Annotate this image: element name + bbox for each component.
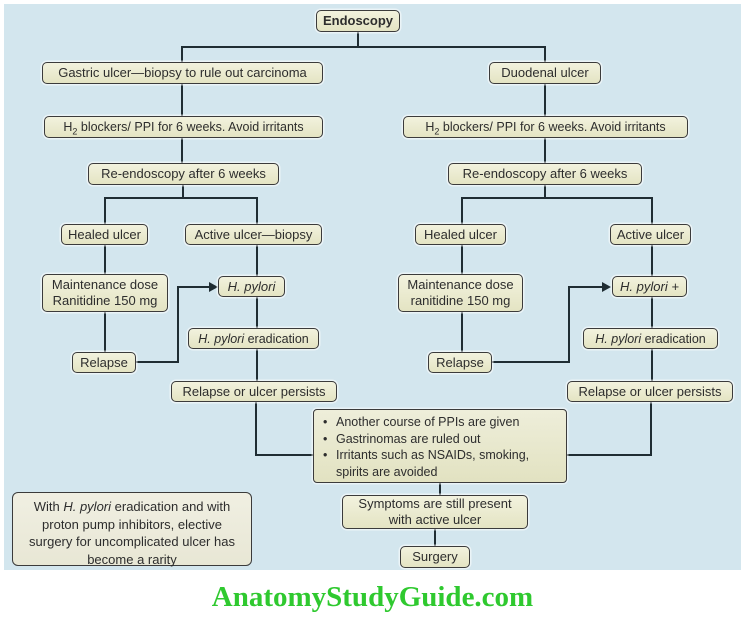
site-watermark: AnatomyStudyGuide.com [0, 581, 745, 614]
node-active-ulcer-biopsy: Active ulcer—biopsy [185, 224, 322, 245]
node-label: Endoscopy [322, 13, 394, 28]
connector [104, 245, 106, 275]
connector [255, 402, 257, 456]
node-hpylori-eradication-right: H. pylori eradication [583, 328, 718, 349]
node-label: Maintenance dose [51, 276, 159, 292]
node-label: ranitidine 150 mg [410, 293, 511, 308]
node-label: with active ulcer [388, 512, 482, 527]
node-relapse-left: Relapse [72, 352, 136, 373]
node-relapse-persists-right: Relapse or ulcer persists [567, 381, 733, 402]
node-relapse-right: Relapse [428, 352, 492, 373]
node-h2-blockers-right: H2 blockers/ PPI for 6 weeks. Avoid irri… [403, 116, 688, 138]
connector [461, 197, 653, 199]
node-gastric-ulcer: Gastric ulcer—biopsy to rule out carcino… [42, 62, 323, 84]
node-label: Re-endoscopy after 6 weeks [462, 166, 628, 181]
connector [461, 312, 463, 353]
connector [568, 286, 603, 288]
connector [181, 46, 183, 63]
node-endoscopy: Endoscopy [316, 10, 400, 32]
connector [544, 46, 546, 63]
node-label: Symptoms are still present [358, 495, 512, 511]
node-label: Re-endoscopy after 6 weeks [101, 166, 266, 181]
node-symptoms-present: Symptoms are still present with active u… [342, 495, 528, 529]
connector [434, 529, 436, 547]
node-re-endoscopy-right: Re-endoscopy after 6 weeks [448, 163, 642, 185]
node-relapse-persists-left: Relapse or ulcer persists [171, 381, 337, 402]
node-label: H. pylori eradication [595, 331, 706, 346]
node-next-steps-list: Another course of PPIs are given Gastrin… [313, 409, 567, 483]
node-label: Maintenance dose [407, 276, 514, 292]
node-label: Gastric ulcer—biopsy to rule out carcino… [58, 65, 307, 80]
node-hpylori-eradication-left: H. pylori eradication [188, 328, 319, 349]
watermark-text: AnatomyStudyGuide.com [211, 581, 534, 613]
node-label: Relapse [80, 354, 128, 370]
connector [177, 286, 179, 363]
connector [255, 454, 315, 456]
node-hpylori: H. pylori [218, 276, 285, 297]
node-surgery: Surgery [400, 546, 470, 568]
node-label: Healed ulcer [424, 226, 497, 242]
connector [544, 185, 546, 199]
node-label: Surgery [412, 549, 458, 564]
connector [544, 138, 546, 164]
node-hpylori-positive: H. pylori + [612, 276, 687, 297]
connector [568, 286, 570, 363]
connector [439, 483, 441, 496]
connector [650, 402, 652, 456]
connector [491, 361, 570, 363]
node-active-ulcer: Active ulcer [610, 224, 691, 245]
connector [651, 197, 653, 225]
connector [256, 245, 258, 382]
node-label: H2 blockers/ PPI for 6 weeks. Avoid irri… [63, 120, 304, 137]
list-item: Gastrinomas are ruled out [318, 431, 560, 448]
node-maintenance-right: Maintenance dose ranitidine 150 mg [398, 274, 523, 312]
node-duodenal-ulcer: Duodenal ulcer [489, 62, 601, 84]
node-label: Relapse or ulcer persists [182, 383, 326, 399]
node-healed-ulcer-right: Healed ulcer [415, 224, 506, 245]
list-item: Irritants such as NSAIDs, smoking, spiri… [318, 447, 560, 480]
node-label: H. pylori eradication [198, 331, 309, 346]
connector [461, 197, 463, 225]
connector [181, 84, 183, 117]
node-label: Relapse or ulcer persists [578, 383, 722, 399]
connector [177, 286, 210, 288]
list-item: Another course of PPIs are given [318, 414, 560, 431]
connector [256, 197, 258, 225]
node-label: Active ulcer [616, 226, 685, 242]
connector [651, 245, 653, 382]
connector [181, 138, 183, 164]
node-h2-blockers-left: H2 blockers/ PPI for 6 weeks. Avoid irri… [44, 116, 323, 138]
connector [461, 245, 463, 275]
node-re-endoscopy-left: Re-endoscopy after 6 weeks [88, 163, 279, 185]
connector [544, 84, 546, 117]
node-label: Ranitidine 150 mg [52, 293, 158, 308]
node-maintenance-left: Maintenance dose Ranitidine 150 mg [42, 274, 168, 312]
node-label: Active ulcer—biopsy [194, 226, 313, 242]
node-label: Healed ulcer [68, 226, 141, 242]
node-healed-ulcer-left: Healed ulcer [61, 224, 148, 245]
note-text: With H. pylori eradication and with prot… [29, 499, 235, 567]
node-footnote: With H. pylori eradication and with prot… [12, 492, 252, 567]
connector [104, 197, 106, 225]
connector [104, 312, 106, 353]
connector [566, 454, 652, 456]
connector [104, 197, 258, 199]
arrowhead-icon [602, 281, 611, 292]
node-label: Duodenal ulcer [501, 65, 589, 80]
node-label: H2 blockers/ PPI for 6 weeks. Avoid irri… [425, 120, 666, 137]
arrowhead-icon [209, 281, 218, 292]
node-label: H. pylori + [620, 278, 679, 294]
node-label: Relapse [436, 354, 484, 370]
connector [182, 185, 184, 199]
connector [181, 46, 546, 48]
connector [135, 361, 179, 363]
bullet-list: Another course of PPIs are given Gastrin… [318, 414, 560, 480]
connector [357, 32, 359, 47]
node-label: H. pylori [227, 278, 276, 294]
